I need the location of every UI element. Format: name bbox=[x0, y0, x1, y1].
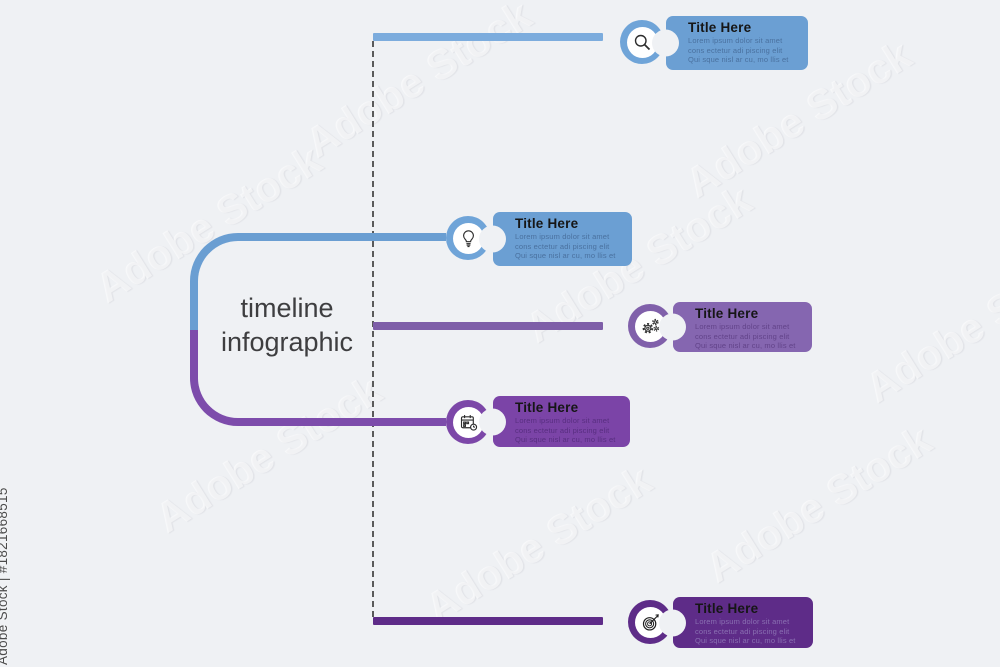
card-body-line: cons ectetur adi piscing elit bbox=[695, 331, 790, 341]
card-body-line: Lorem ipsum dolor sit amet bbox=[695, 617, 790, 626]
timeline-card: Title Here Lorem ipsum dolor sit amet co… bbox=[666, 16, 808, 70]
card-body-line: Qui sque nisl ar cu, mo llis et bbox=[695, 636, 796, 646]
card-body-line: Lorem ipsum dolor sit amet bbox=[695, 322, 790, 331]
stock-id-watermark: Adobe Stock | #1821668515 bbox=[0, 487, 10, 665]
card-body: Lorem ipsum dolor sit amet cons ectetur … bbox=[688, 36, 802, 65]
bulb-icon bbox=[462, 229, 474, 247]
card-body-line: cons ectetur adi piscing elit bbox=[515, 425, 610, 435]
card-body-line: cons ectetur adi piscing elit bbox=[515, 241, 610, 251]
connector-line bbox=[373, 322, 603, 330]
card-body-line: cons ectetur adi piscing elit bbox=[688, 45, 783, 55]
timeline-card: Title Here Lorem ipsum dolor sit amet co… bbox=[493, 396, 630, 447]
card-body: Lorem ipsum dolor sit amet cons ectetur … bbox=[695, 617, 807, 646]
diagonal-watermark: Adobe Stock bbox=[296, 0, 540, 167]
card-body-line: Qui sque nisl ar cu, mo llis et bbox=[688, 55, 789, 65]
card-body-line: Lorem ipsum dolor sit amet bbox=[515, 416, 610, 425]
search-icon bbox=[634, 34, 650, 50]
connector-line bbox=[373, 33, 603, 41]
card-body-line: Qui sque nisl ar cu, mo llis et bbox=[515, 251, 616, 261]
medallion-inner bbox=[626, 26, 658, 58]
connector-line bbox=[373, 617, 603, 625]
card-title: Title Here bbox=[688, 20, 752, 35]
step-medallion bbox=[628, 600, 672, 644]
card-body: Lorem ipsum dolor sit amet cons ectetur … bbox=[515, 232, 626, 261]
card-body-line: cons ectetur adi piscing elit bbox=[695, 626, 790, 636]
card-title: Title Here bbox=[695, 601, 759, 616]
card-body: Lorem ipsum dolor sit amet cons ectetur … bbox=[695, 322, 806, 351]
timeline-card: Title Here Lorem ipsum dolor sit amet co… bbox=[493, 212, 632, 266]
bracket-top-blue bbox=[190, 233, 446, 330]
card-body-line: Qui sque nisl ar cu, mo llis et bbox=[515, 435, 616, 445]
card-body: Lorem ipsum dolor sit amet cons ectetur … bbox=[515, 416, 624, 445]
card-body-line: Lorem ipsum dolor sit amet bbox=[688, 36, 783, 45]
diagonal-watermark: Adobe Stock bbox=[696, 415, 940, 592]
card-title: Title Here bbox=[515, 400, 579, 415]
card-body-line: Lorem ipsum dolor sit amet bbox=[515, 232, 610, 241]
diagonal-watermark: Adobe Stock bbox=[416, 455, 660, 632]
page-title-line2: infographic bbox=[220, 327, 354, 357]
target-icon bbox=[642, 613, 659, 631]
bracket-bottom-purple bbox=[190, 330, 446, 426]
timeline-card: Title Here Lorem ipsum dolor sit amet co… bbox=[673, 597, 813, 648]
card-title: Title Here bbox=[695, 306, 759, 321]
timeline-card: Title Here Lorem ipsum dolor sit amet co… bbox=[673, 302, 812, 352]
calendar-icon bbox=[460, 414, 477, 431]
diagonal-watermark: Adobe Stock bbox=[856, 235, 1000, 412]
card-body-line: Qui sque nisl ar cu, mo llis et bbox=[695, 341, 796, 351]
gears-icon bbox=[642, 318, 659, 333]
page-title: timeline infographic bbox=[187, 291, 387, 359]
page-title-line1: timeline bbox=[240, 293, 334, 323]
step-medallion bbox=[628, 304, 672, 348]
card-title: Title Here bbox=[515, 216, 579, 231]
